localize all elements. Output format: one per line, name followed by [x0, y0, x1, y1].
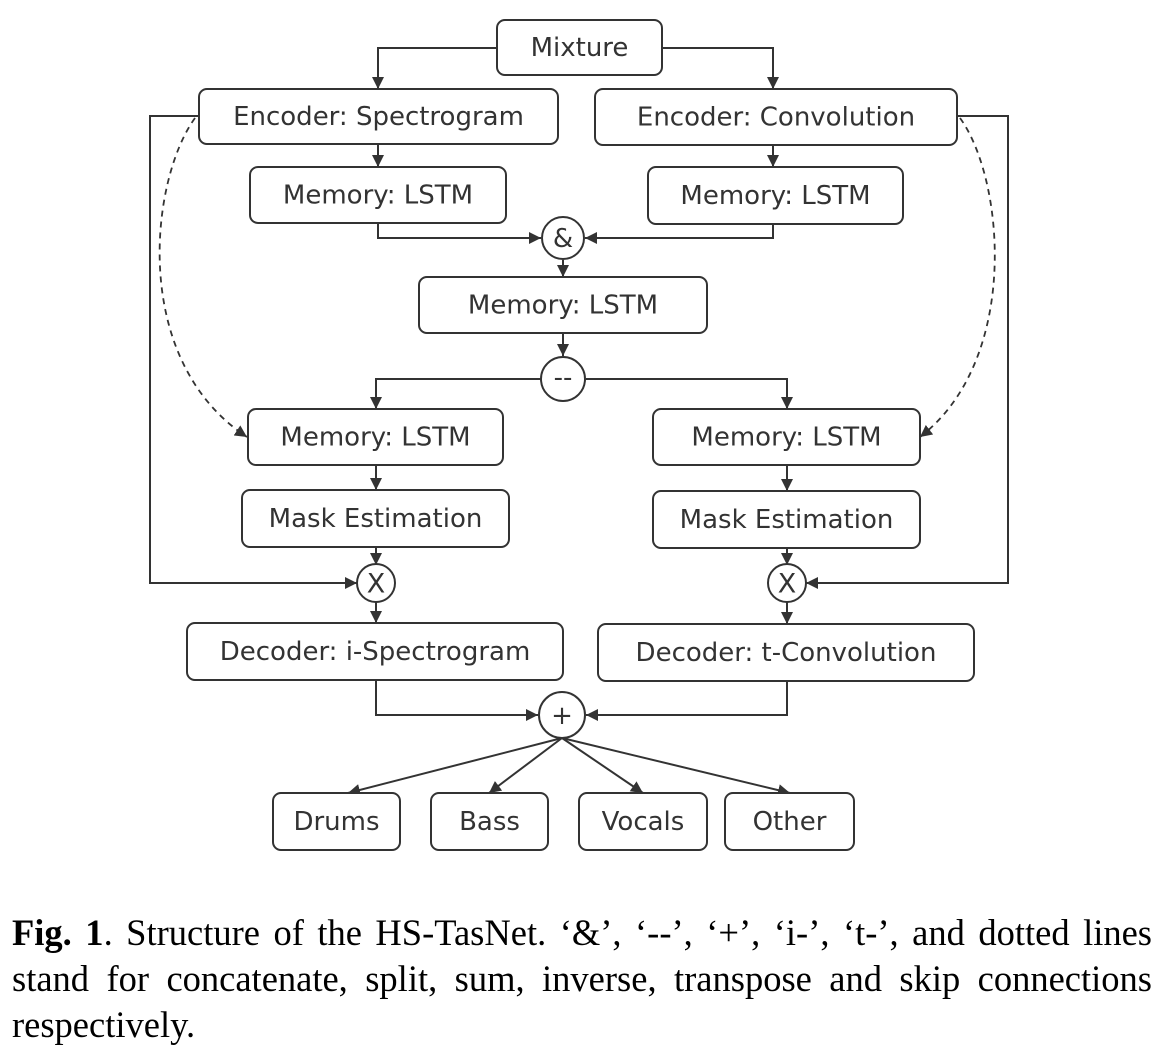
skip-encoder-convolution-to-multiply [806, 115, 1009, 589]
memory-lstm-shared-node: Memory: LSTM [418, 276, 708, 334]
mixture-label: Mixture [531, 33, 629, 63]
arrow-sum-to-drums [347, 737, 563, 796]
encoder-convolution-label: Encoder: Convolution [637, 103, 915, 133]
memory-lstm-left-bottom-node: Memory: LSTM [247, 408, 504, 466]
output-bass-label: Bass [459, 807, 520, 837]
split-operator: -- [540, 356, 586, 402]
arrow-split-to-left-lstm [370, 378, 541, 409]
figure-caption: Fig. 1. Structure of the HS-TasNet. ‘&’,… [12, 910, 1152, 1048]
caption-text: . Structure of the HS-TasNet. ‘&’, ‘--’,… [12, 912, 1153, 1045]
encoder-convolution-node: Encoder: Convolution [594, 88, 958, 146]
concatenate-operator: & [541, 216, 585, 260]
sum-symbol: + [551, 701, 573, 731]
encoder-spectrogram-node: Encoder: Spectrogram [198, 88, 559, 145]
output-bass-node: Bass [430, 792, 549, 851]
memory-lstm-right-bottom-label: Memory: LSTM [691, 423, 881, 453]
arrow-decoder-convolution-to-sum [586, 681, 788, 721]
encoder-spectrogram-label: Encoder: Spectrogram [233, 102, 524, 132]
hs-tasnet-diagram: Mixture Encoder: Spectrogram Encoder: Co… [149, 19, 1009, 851]
arrow-split-to-right-lstm [586, 378, 793, 409]
mask-estimation-right-node: Mask Estimation [652, 490, 921, 549]
split-symbol: -- [554, 363, 573, 393]
connectors [149, 47, 1009, 797]
concatenate-symbol: & [553, 224, 573, 254]
arrow-sum-to-other [561, 737, 791, 797]
mask-estimation-right-label: Mask Estimation [680, 505, 894, 535]
arrow-decoder-spectrogram-to-sum [375, 680, 538, 721]
sum-operator: + [538, 691, 586, 739]
multiply-right-symbol: X [778, 569, 797, 600]
output-other-label: Other [753, 807, 827, 837]
multiply-left-symbol: X [367, 569, 386, 600]
memory-lstm-right-bottom-node: Memory: LSTM [652, 408, 921, 466]
arrow-mixture-to-encoder-convolution [662, 47, 779, 89]
memory-lstm-shared-label: Memory: LSTM [468, 291, 658, 321]
arrow-sum-to-vocals [561, 737, 644, 794]
output-other-node: Other [724, 792, 855, 851]
mask-estimation-left-node: Mask Estimation [241, 489, 510, 548]
arrow-sum-to-bass [488, 737, 563, 794]
arrow-mixture-to-encoder-spectrogram [372, 47, 497, 89]
memory-lstm-left-top-label: Memory: LSTM [283, 181, 473, 211]
mask-estimation-left-label: Mask Estimation [269, 504, 483, 534]
decoder-t-convolution-label: Decoder: t-Convolution [636, 638, 937, 668]
decoder-i-spectrogram-node: Decoder: i-Spectrogram [186, 622, 564, 681]
decoder-i-spectrogram-label: Decoder: i-Spectrogram [220, 637, 531, 667]
memory-lstm-left-bottom-label: Memory: LSTM [280, 423, 470, 453]
multiply-right-operator: X [767, 563, 807, 603]
mixture-node: Mixture [496, 19, 663, 76]
dotted-skip-left [158, 117, 248, 438]
memory-lstm-right-top-node: Memory: LSTM [647, 166, 904, 225]
output-vocals-label: Vocals [602, 807, 685, 837]
memory-lstm-left-top-node: Memory: LSTM [249, 166, 507, 224]
output-drums-node: Drums [272, 792, 401, 851]
skip-encoder-spectrogram-to-multiply [149, 115, 357, 589]
caption-label: Fig. 1 [12, 912, 104, 953]
decoder-t-convolution-node: Decoder: t-Convolution [597, 623, 975, 682]
output-drums-label: Drums [293, 807, 379, 837]
multiply-left-operator: X [356, 563, 396, 603]
arrow-left-lstm-to-concat [377, 223, 541, 244]
output-vocals-node: Vocals [578, 792, 708, 851]
dotted-skip-right [919, 117, 996, 438]
arrow-right-lstm-to-concat [585, 224, 774, 244]
memory-lstm-right-top-label: Memory: LSTM [680, 181, 870, 211]
